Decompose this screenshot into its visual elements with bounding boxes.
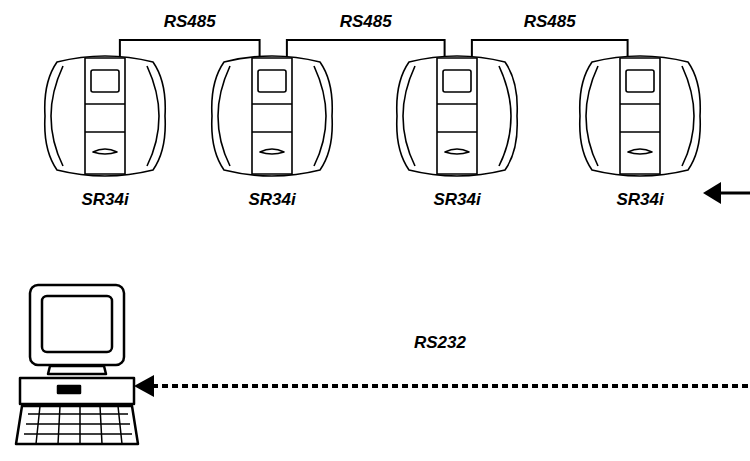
device-slot (260, 149, 284, 154)
computer-icon (16, 285, 138, 444)
bus-label: RS485 (161, 12, 219, 32)
device-column (620, 58, 660, 174)
device-housing (580, 56, 701, 176)
device-name: SR34i (391, 190, 523, 210)
bus-label: RS485 (521, 12, 579, 32)
device-seam (85, 131, 125, 133)
device-drawing (395, 52, 519, 180)
link-label: RS232 (414, 333, 466, 353)
device-seam (437, 103, 477, 105)
rs485-wire (472, 40, 628, 60)
device-seam (252, 103, 292, 105)
device-slot (445, 149, 469, 154)
device-name: SR34i (574, 190, 706, 210)
device-drawing (210, 52, 334, 180)
device-name: SR34i (206, 190, 338, 210)
device-column (437, 58, 477, 174)
device-seam (252, 131, 292, 133)
device-node: SR34i (391, 52, 523, 210)
device-housing (397, 56, 518, 176)
device-seam (620, 103, 660, 105)
device-housing (45, 56, 166, 176)
rs485-wire (287, 40, 445, 60)
device-name: SR34i (39, 190, 171, 210)
device-housing (212, 56, 333, 176)
device-node: SR34i (39, 52, 171, 210)
device-display (626, 70, 654, 92)
rs232-link (134, 375, 750, 397)
device-node: SR34i (206, 52, 338, 210)
device-drawing (578, 52, 702, 180)
device-column (85, 58, 125, 174)
device-drawing (43, 52, 167, 180)
device-display (91, 70, 119, 92)
device-slot (628, 149, 652, 154)
device-seam (437, 131, 477, 133)
device-slot (93, 149, 117, 154)
device-display (258, 70, 286, 92)
device-display (443, 70, 471, 92)
device-seam (85, 103, 125, 105)
device-seam (620, 131, 660, 133)
device-node: SR34i (574, 52, 706, 210)
bus-label: RS485 (337, 12, 395, 32)
input-arrow (703, 182, 750, 204)
device-column (252, 58, 292, 174)
rs485-wire (120, 40, 260, 60)
